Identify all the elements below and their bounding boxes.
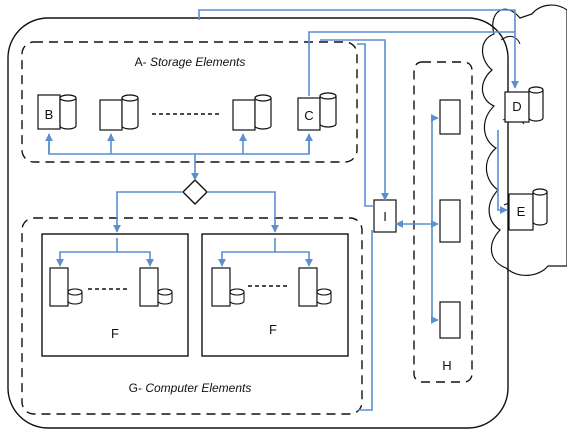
- computer-node: [49, 267, 83, 307]
- rack-node: [439, 99, 461, 135]
- compute-group: [21, 217, 363, 415]
- compute-box-left: [41, 233, 189, 357]
- computer-node: [139, 267, 173, 307]
- rack-label: H: [442, 358, 451, 373]
- junction-diamond: [182, 179, 208, 205]
- storage-item-b: B: [37, 94, 77, 130]
- storage-item-2: [99, 94, 139, 131]
- svg-text:C: C: [304, 108, 313, 123]
- cloud-item-d: D: [504, 86, 544, 123]
- storage-item-c: C: [297, 92, 337, 131]
- rack-node: [439, 301, 461, 339]
- svg-text:E: E: [517, 204, 526, 219]
- computer-node: [298, 267, 332, 307]
- computer-node: [211, 267, 245, 307]
- svg-text:B: B: [45, 107, 54, 122]
- compute-box-right: [201, 233, 349, 357]
- connector-lines: [45, 9, 519, 411]
- storage-group: [21, 41, 358, 163]
- storage-item-3: [232, 94, 272, 131]
- interface-label: I: [383, 209, 387, 224]
- storage-bus: [48, 134, 310, 155]
- system-boundary: [7, 17, 509, 429]
- rack-node: [439, 199, 461, 243]
- compute-box-right-label: F: [269, 322, 277, 337]
- cloud-item-e: E: [508, 188, 548, 231]
- cloud-shape: [481, 4, 567, 276]
- svg-text:D: D: [512, 99, 521, 114]
- storage-group-title: A- Storage Elements: [135, 55, 246, 69]
- compute-box-left-label: F: [111, 326, 119, 341]
- compute-group-title: G- Computer Elements: [129, 381, 252, 395]
